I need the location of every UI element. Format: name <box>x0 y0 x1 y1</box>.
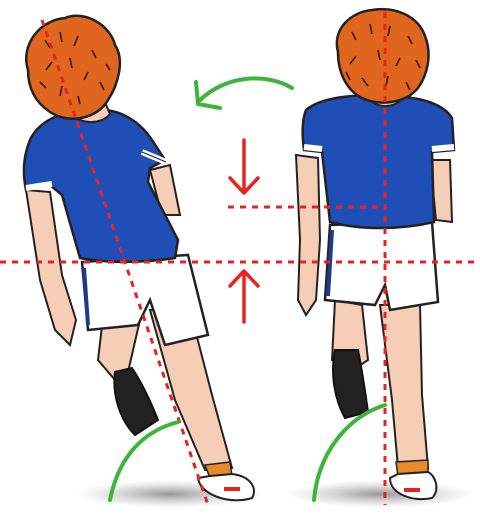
red-compression-arrows <box>230 140 258 322</box>
curved-arrow-icon <box>196 78 292 108</box>
right-head-hair <box>337 9 429 102</box>
left-head-hair <box>26 16 120 119</box>
right-shorts <box>325 222 438 310</box>
up-arrow-icon <box>230 271 258 322</box>
left-back-shoe <box>114 368 158 435</box>
right-figure <box>296 9 454 499</box>
down-arrow-icon <box>230 140 258 193</box>
